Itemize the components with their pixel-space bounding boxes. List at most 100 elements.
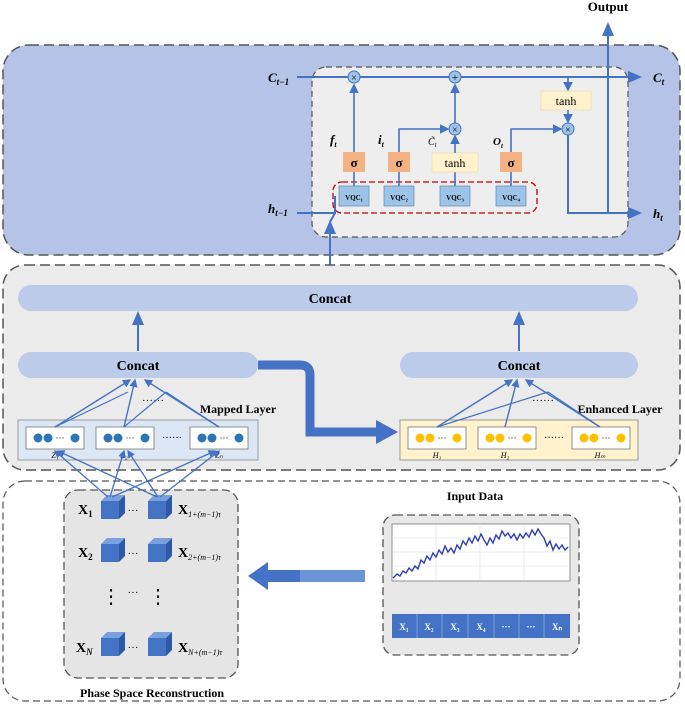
input-cells (392, 614, 570, 638)
h1-label: H₁ (432, 451, 442, 460)
input-cell-0: X₁ (399, 622, 408, 632)
psr-arrow-6 (159, 450, 221, 498)
hm-dot2 (589, 433, 599, 443)
h-next-label: ht (653, 206, 663, 223)
broad-panel (2, 264, 681, 471)
input-path (398, 124, 450, 152)
concat-top-label: Concat (309, 292, 352, 307)
forget-sigma: σ (350, 155, 357, 170)
h1-dot2 (425, 433, 435, 443)
map-link-b (123, 391, 167, 428)
h1-dots: ··· (438, 433, 447, 443)
psr-title: Phase Space Reconstruction (80, 686, 224, 700)
enh-link-a (436, 391, 549, 428)
input-cell-1: X₂ (424, 622, 433, 632)
x2-label: X2 (78, 546, 93, 562)
h2-label: H₂ (500, 451, 510, 460)
c-next-label: Ct (653, 70, 665, 87)
vqc2-label: VQC₂ (390, 194, 408, 202)
input-to-psr-arrow (248, 562, 365, 590)
mapped-mid-dots: ······ (162, 433, 182, 444)
input-series-chart (391, 523, 571, 582)
h2-node (477, 426, 537, 450)
x1-label: X1 (78, 503, 93, 519)
zn-dot3 (234, 433, 244, 443)
forget-sigma-box (343, 152, 365, 172)
cube-x2 (101, 538, 125, 562)
cube-x2r (148, 538, 172, 562)
h2-dot1 (485, 433, 495, 443)
output-multiply-node (561, 122, 575, 136)
add-plus: + (452, 72, 458, 84)
i-gate-label: it (378, 132, 385, 149)
zn-dots: ··· (220, 433, 229, 443)
output-label: Output (588, 0, 629, 14)
hm-dot3 (616, 433, 626, 443)
psr-arrow-2 (109, 449, 126, 498)
c-prev-label: Ct−1 (268, 70, 289, 87)
input-cell-5: ··· (526, 622, 535, 632)
mapped-to-enhanced-arrow (258, 360, 380, 437)
psr-hdots-4: ··· (128, 642, 139, 654)
z2-node (95, 426, 155, 450)
input-cell-6: Xₙ (552, 622, 562, 632)
input-title: Input Data (447, 489, 503, 503)
zn-dot2 (207, 433, 217, 443)
h1-dot3 (452, 433, 462, 443)
input-sigma-box (388, 152, 410, 172)
cube-xnr (148, 632, 172, 656)
mapped-layer-label: Mapped Layer (200, 402, 277, 416)
map-link-c (165, 391, 220, 428)
o-gate-label: Ot (493, 136, 504, 150)
psr-arrow-5 (127, 449, 159, 498)
psr-vdots-left: ⋮ (101, 586, 121, 608)
f-gate-label: ft (330, 132, 337, 149)
concat-right-label: Concat (498, 359, 541, 374)
map-arrow-2 (123, 378, 138, 428)
z2-dots: ··· (126, 433, 135, 443)
input-cell-4: ··· (501, 622, 510, 632)
z2-dot1 (103, 433, 113, 443)
h2-dot2 (495, 433, 505, 443)
psr-box (63, 489, 239, 679)
concat-top-bar (18, 285, 638, 311)
x1r-label: X1+(m−1)τ (178, 503, 222, 519)
psr-arrow-1 (54, 450, 109, 498)
cube-xn (101, 632, 125, 656)
output-sigma: σ (507, 155, 514, 170)
vqc4-label: VQC₄ (502, 194, 521, 202)
vqc-group (332, 181, 538, 214)
out-tanh: tanh (556, 94, 577, 108)
enh-link-b (547, 391, 601, 428)
psr-arrow-3 (111, 450, 217, 498)
psr-vdots-right: ⋮ (148, 586, 168, 608)
xn-label: XN (76, 641, 93, 657)
vqc1-label: VQC₁ (345, 194, 363, 202)
input-sigma: σ (395, 155, 402, 170)
z1-dot2 (43, 433, 53, 443)
input-cell-3: X₄ (476, 622, 485, 632)
output-times: × (565, 125, 571, 136)
input-cell-2: X₃ (450, 622, 459, 632)
psr-hdots-1: ··· (128, 505, 139, 517)
hm-dot1 (579, 433, 589, 443)
enhanced-layer-label: Enhanced Layer (577, 402, 663, 416)
z2-dot2 (113, 433, 123, 443)
output-sigma-box (500, 152, 522, 172)
concat-join (329, 212, 336, 223)
z1-label: Z₁ (51, 451, 58, 460)
concat-left-bar (18, 352, 258, 378)
add-node (448, 70, 462, 84)
z2-dot3 (140, 433, 150, 443)
big-arrow-head (376, 420, 398, 444)
out-tanh-box (540, 90, 592, 111)
enhanced-dots: ······ (532, 395, 554, 407)
forget-multiply-node (347, 70, 361, 84)
output-gate-path (510, 124, 563, 152)
cube-x1r (148, 495, 172, 519)
cube-x1 (101, 495, 125, 519)
cell-tanh: tanh (445, 156, 466, 170)
h1-dot1 (415, 433, 425, 443)
zn-dot1 (197, 433, 207, 443)
input-times: × (452, 125, 458, 136)
